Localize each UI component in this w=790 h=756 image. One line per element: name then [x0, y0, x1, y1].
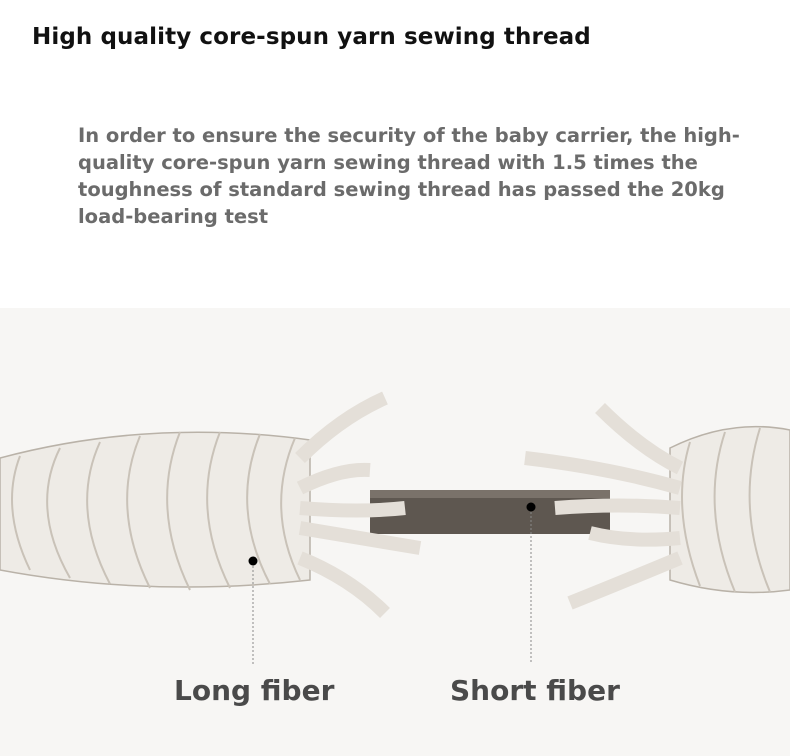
description-text: In order to ensure the security of the b…	[78, 124, 740, 228]
short-fiber-marker	[526, 502, 536, 512]
thread-illustration	[0, 391, 790, 664]
long-fiber-label: Long fiber	[174, 674, 335, 707]
short-fiber-bundle	[524, 403, 790, 610]
page-title: High quality core-spun yarn sewing threa…	[32, 24, 591, 50]
long-fiber-bundle	[0, 391, 422, 618]
short-fiber-label: Short fiber	[450, 674, 620, 707]
thread-illustration-panel	[0, 308, 790, 756]
long-fiber-marker	[248, 556, 258, 566]
